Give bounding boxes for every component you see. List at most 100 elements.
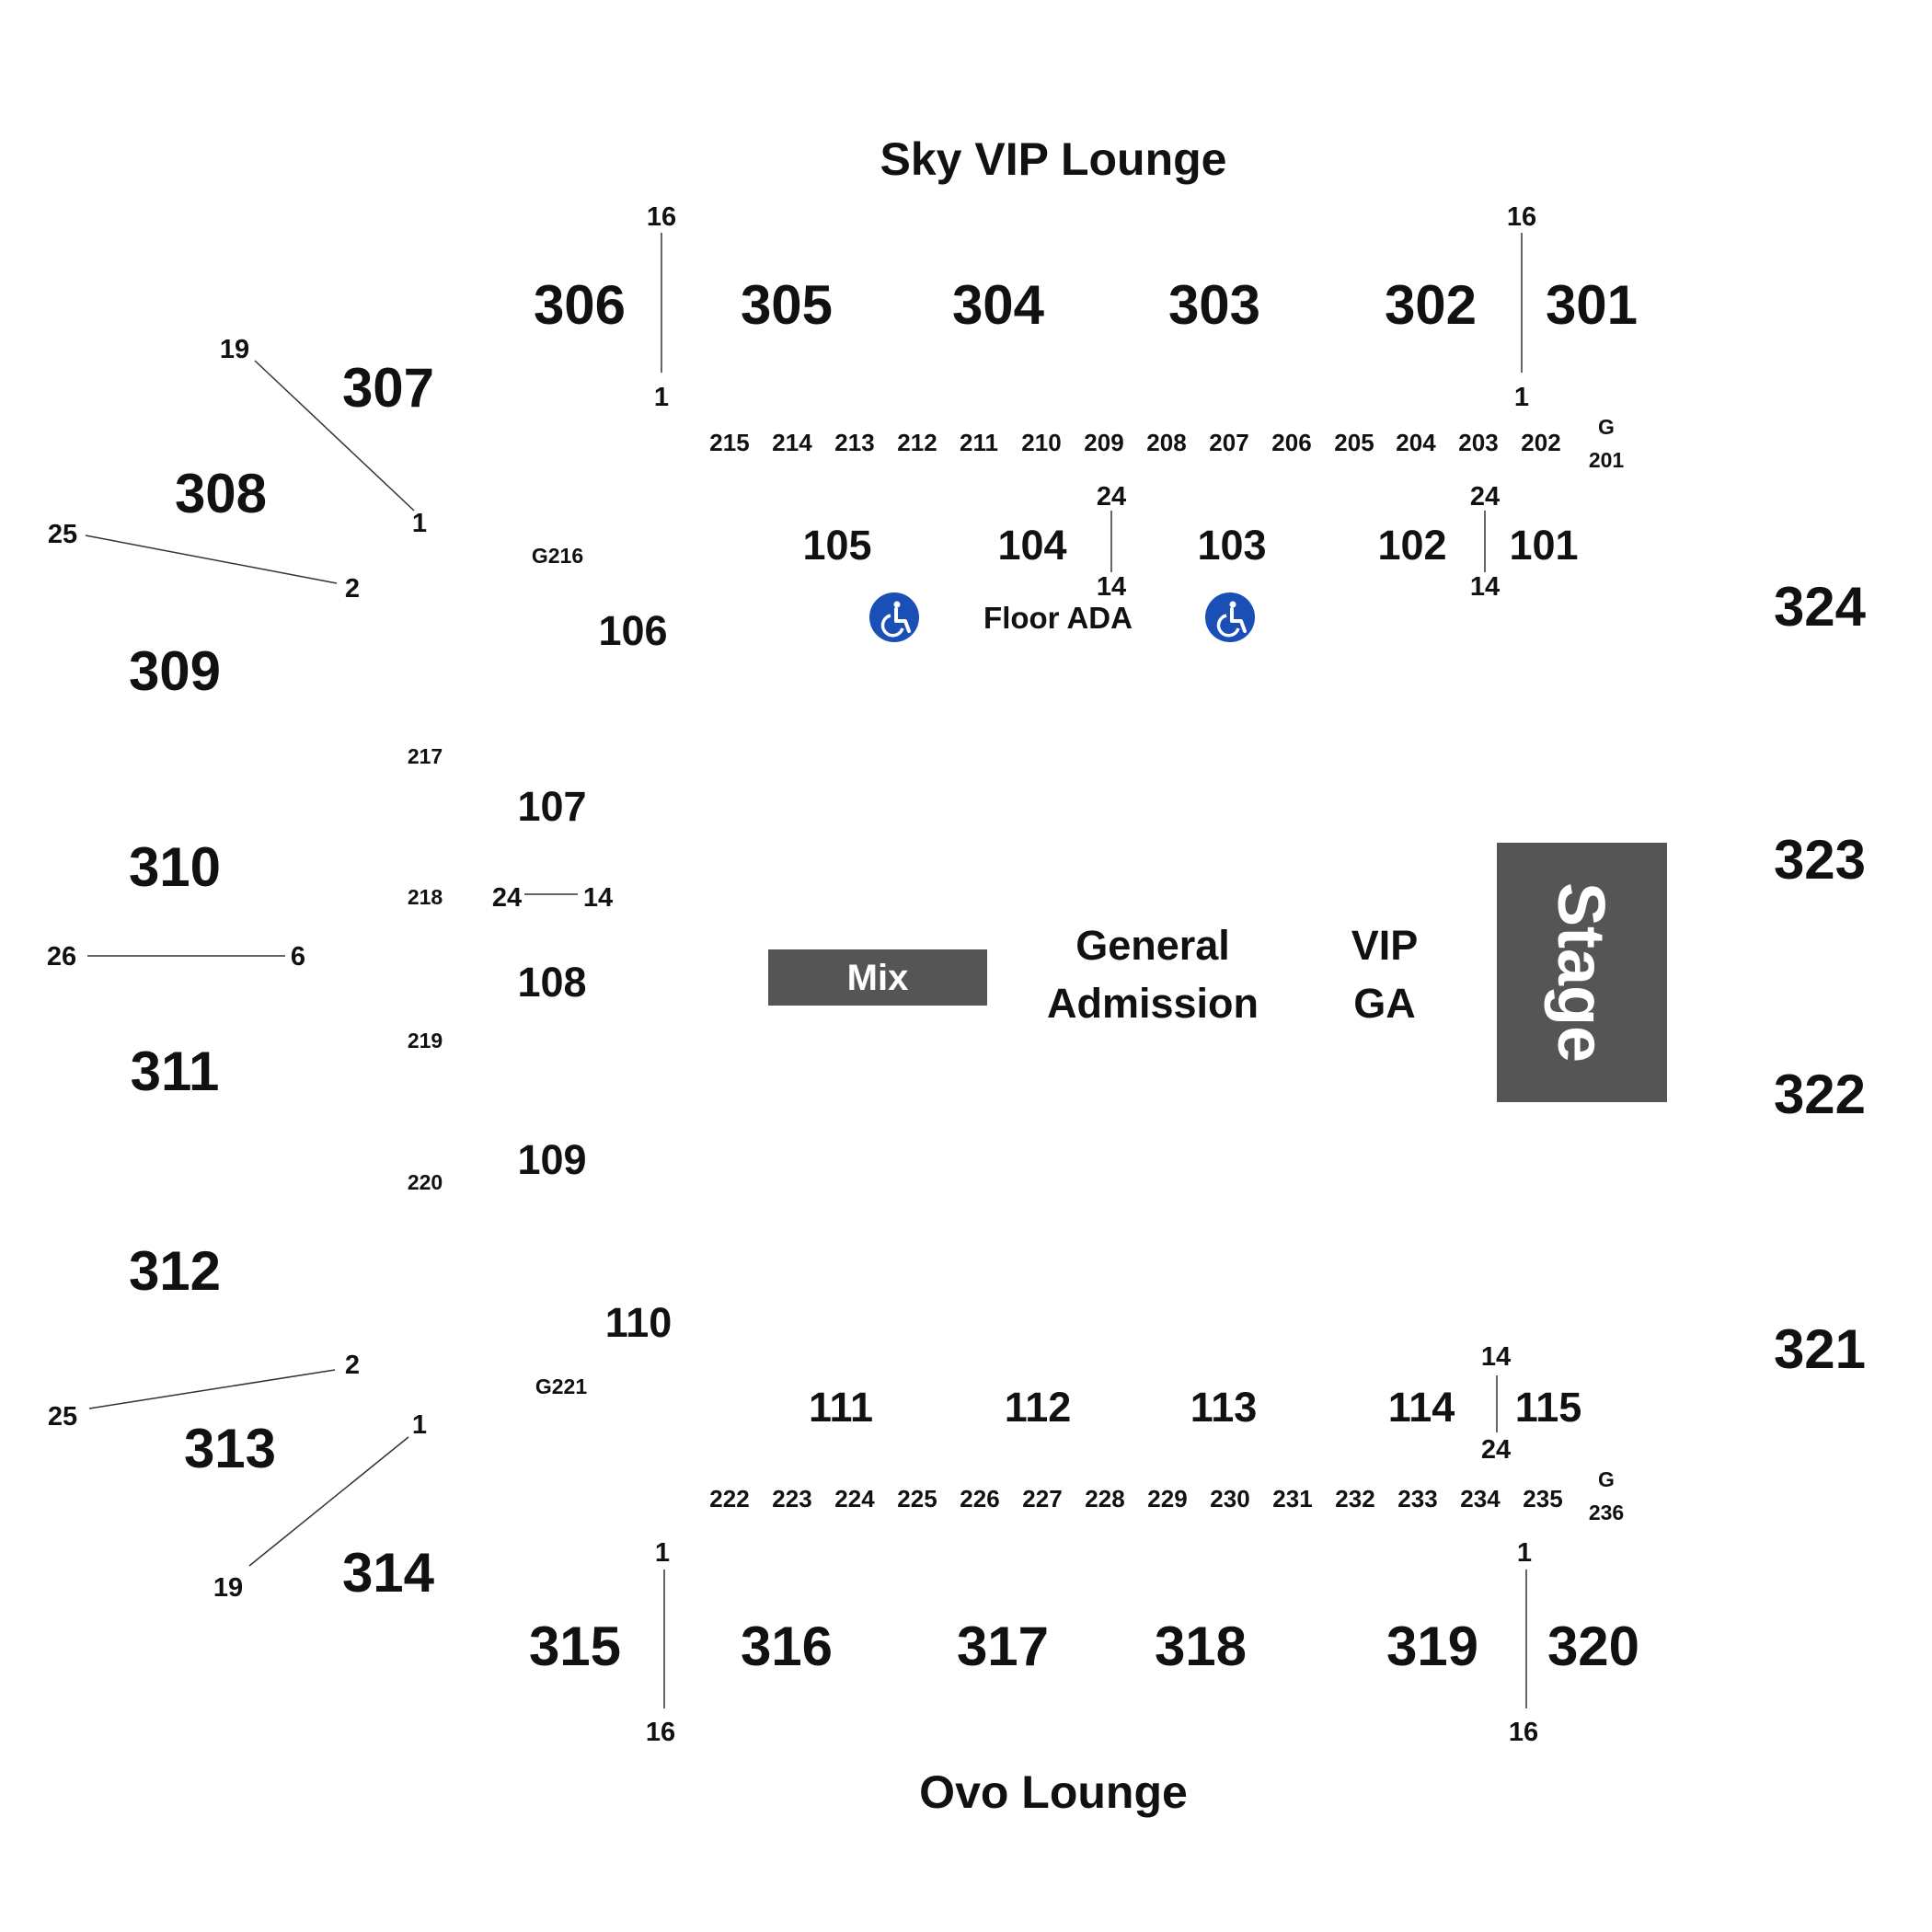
row-label-310-inner: 6 (291, 942, 305, 972)
section-113[interactable]: 113 (1190, 1384, 1258, 1431)
section-229[interactable]: 229 (1147, 1485, 1187, 1512)
section-108[interactable]: 108 (517, 959, 586, 1006)
gate-216[interactable]: G216 (532, 544, 583, 568)
section-223[interactable]: 223 (772, 1485, 811, 1512)
section-322[interactable]: 322 (1774, 1064, 1866, 1125)
section-312[interactable]: 312 (129, 1240, 221, 1302)
section-320[interactable]: 320 (1547, 1616, 1639, 1677)
section-102[interactable]: 102 (1377, 522, 1446, 569)
section-210[interactable]: 210 (1021, 429, 1061, 456)
section-202[interactable]: 202 (1521, 429, 1560, 456)
section-222[interactable]: 222 (709, 1485, 749, 1512)
section-317[interactable]: 317 (957, 1616, 1049, 1677)
section-304[interactable]: 304 (952, 274, 1045, 336)
gate-236-number[interactable]: 236 (1589, 1501, 1624, 1524)
section-309[interactable]: 309 (129, 640, 221, 702)
row-label-301-top: 16 (1507, 202, 1536, 232)
section-206[interactable]: 206 (1271, 429, 1311, 456)
section-212[interactable]: 212 (897, 429, 937, 456)
row-label-314-outer: 19 (213, 1573, 243, 1603)
row-label-107-right: 14 (583, 883, 613, 913)
row-label-320-top: 1 (1517, 1538, 1532, 1568)
section-204[interactable]: 204 (1396, 429, 1436, 456)
section-311[interactable]: 311 (131, 1041, 220, 1102)
sky-vip-lounge-label[interactable]: Sky VIP Lounge (880, 133, 1227, 185)
section-306[interactable]: 306 (534, 274, 626, 336)
section-305[interactable]: 305 (741, 274, 833, 336)
section-103[interactable]: 103 (1197, 522, 1266, 569)
section-208[interactable]: 208 (1146, 429, 1186, 456)
section-323[interactable]: 323 (1774, 829, 1866, 891)
section-234[interactable]: 234 (1460, 1485, 1501, 1512)
section-224[interactable]: 224 (834, 1485, 875, 1512)
row-line-313 (88, 1369, 336, 1409)
section-321[interactable]: 321 (1774, 1318, 1866, 1380)
section-230[interactable]: 230 (1210, 1485, 1249, 1512)
section-233[interactable]: 233 (1397, 1485, 1437, 1512)
section-115[interactable]: 115 (1515, 1384, 1582, 1431)
section-214[interactable]: 214 (772, 429, 812, 456)
section-301[interactable]: 301 (1546, 274, 1638, 336)
section-324[interactable]: 324 (1774, 576, 1867, 638)
section-235[interactable]: 235 (1523, 1485, 1562, 1512)
section-219[interactable]: 219 (408, 1029, 443, 1052)
section-104[interactable]: 104 (997, 522, 1066, 569)
vip-ga-label-line1[interactable]: VIP (1351, 922, 1419, 969)
section-114[interactable]: 114 (1388, 1384, 1455, 1431)
section-307[interactable]: 307 (342, 357, 434, 419)
section-209[interactable]: 209 (1084, 429, 1123, 456)
section-226[interactable]: 226 (960, 1485, 999, 1512)
section-318[interactable]: 318 (1155, 1616, 1247, 1677)
row-label-104-top: 24 (1097, 482, 1126, 512)
section-109[interactable]: 109 (517, 1136, 586, 1183)
section-203[interactable]: 203 (1458, 429, 1498, 456)
section-112[interactable]: 112 (1005, 1384, 1072, 1431)
row-label-306-bottom: 1 (654, 383, 669, 412)
gate-201-g[interactable]: G (1598, 415, 1615, 439)
general-admission-label-line2[interactable]: Admission (1047, 980, 1259, 1027)
row-line-308 (85, 535, 338, 584)
ovo-lounge-label[interactable]: Ovo Lounge (919, 1766, 1188, 1818)
section-105[interactable]: 105 (802, 522, 871, 569)
section-211[interactable]: 211 (960, 429, 998, 456)
vip-ga-label-line2[interactable]: GA (1353, 980, 1416, 1027)
section-308[interactable]: 308 (175, 463, 267, 524)
row-label-310-outer: 26 (47, 942, 76, 972)
section-310[interactable]: 310 (129, 836, 221, 898)
section-302[interactable]: 302 (1385, 274, 1477, 336)
section-314[interactable]: 314 (342, 1542, 435, 1604)
section-231[interactable]: 231 (1272, 1485, 1312, 1512)
mix-position (768, 949, 987, 1006)
section-225[interactable]: 225 (897, 1485, 937, 1512)
section-205[interactable]: 205 (1334, 429, 1374, 456)
section-232[interactable]: 232 (1335, 1485, 1374, 1512)
row-label-308-outer: 25 (48, 520, 77, 549)
row-label-101-top: 24 (1470, 482, 1500, 512)
row-label-308-inner: 2 (345, 574, 360, 604)
section-215[interactable]: 215 (709, 429, 749, 456)
section-313[interactable]: 313 (184, 1418, 276, 1479)
section-207[interactable]: 207 (1209, 429, 1248, 456)
section-315[interactable]: 315 (529, 1616, 621, 1677)
row-label-314-inner: 1 (412, 1410, 427, 1440)
section-213[interactable]: 213 (834, 429, 874, 456)
section-110[interactable]: 110 (605, 1299, 673, 1346)
floor-ada-label[interactable]: Floor ADA (983, 601, 1133, 635)
section-220[interactable]: 220 (408, 1170, 443, 1194)
section-227[interactable]: 227 (1022, 1485, 1062, 1512)
section-319[interactable]: 319 (1386, 1616, 1478, 1677)
section-316[interactable]: 316 (741, 1616, 833, 1677)
general-admission-label-line1[interactable]: General (1075, 922, 1230, 969)
row-label-306-top: 16 (647, 202, 676, 232)
gate-221[interactable]: G221 (535, 1374, 587, 1398)
section-303[interactable]: 303 (1168, 274, 1260, 336)
gate-236-g[interactable]: G (1598, 1467, 1615, 1491)
section-111[interactable]: 111 (809, 1384, 873, 1431)
section-107[interactable]: 107 (517, 783, 586, 830)
section-218[interactable]: 218 (408, 885, 443, 909)
gate-201-number[interactable]: 201 (1589, 448, 1625, 472)
section-101[interactable]: 101 (1509, 522, 1578, 569)
section-106[interactable]: 106 (598, 607, 667, 654)
section-217[interactable]: 217 (408, 744, 443, 768)
section-228[interactable]: 228 (1085, 1485, 1124, 1512)
